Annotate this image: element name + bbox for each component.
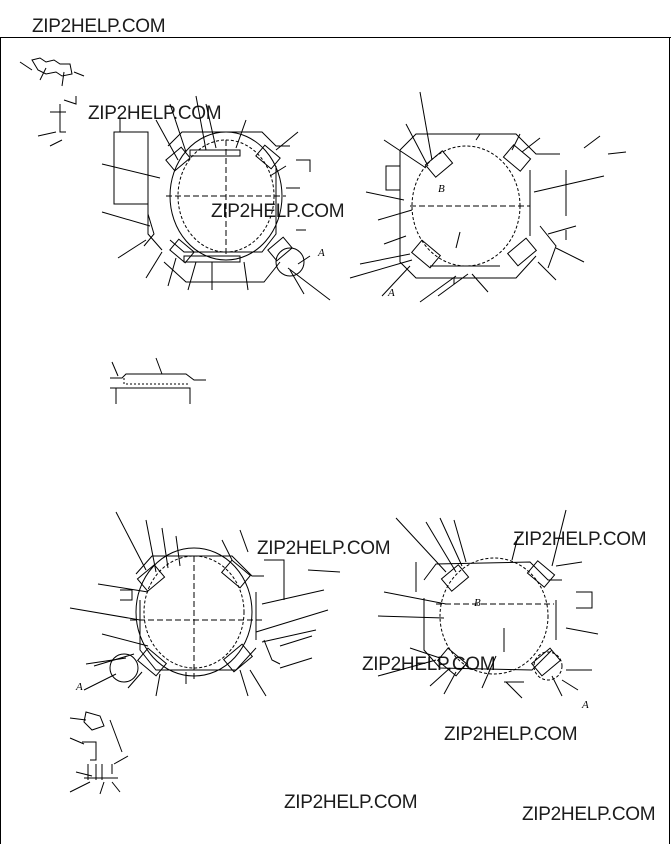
detail-lower-left: [69, 711, 129, 795]
label-a-upper-left: A: [317, 247, 325, 259]
header-bar: [0, 0, 671, 38]
watermark-lower-center: ZIP2HELP.COM: [257, 538, 391, 559]
label-b-upper-right: B: [438, 183, 445, 195]
watermark-upper-left-drawing: ZIP2HELP.COM: [88, 103, 222, 124]
drawing-upper-left: [101, 95, 331, 301]
watermark-lower-right-top: ZIP2HELP.COM: [513, 529, 647, 550]
page-frame: [0, 38, 670, 844]
watermark-bottom-right: ZIP2HELP.COM: [522, 804, 656, 825]
drawing-lower-right: [377, 509, 599, 699]
drawing-lower-left: [69, 511, 341, 697]
watermark-lower-right-low: ZIP2HELP.COM: [444, 724, 578, 745]
drawing-upper-right: [349, 91, 627, 303]
label-a-lower-left: A: [75, 681, 83, 693]
watermark-bottom-center: ZIP2HELP.COM: [284, 792, 418, 813]
detail-top-left: [19, 57, 85, 147]
detail-middle-profile: [110, 357, 206, 404]
watermark-top-left: ZIP2HELP.COM: [32, 16, 166, 37]
watermark-upper-center: ZIP2HELP.COM: [211, 201, 345, 222]
label-a-upper-right: A: [387, 287, 395, 299]
label-b-lower-right: B: [474, 597, 481, 609]
label-a-lower-right: A: [581, 699, 589, 711]
